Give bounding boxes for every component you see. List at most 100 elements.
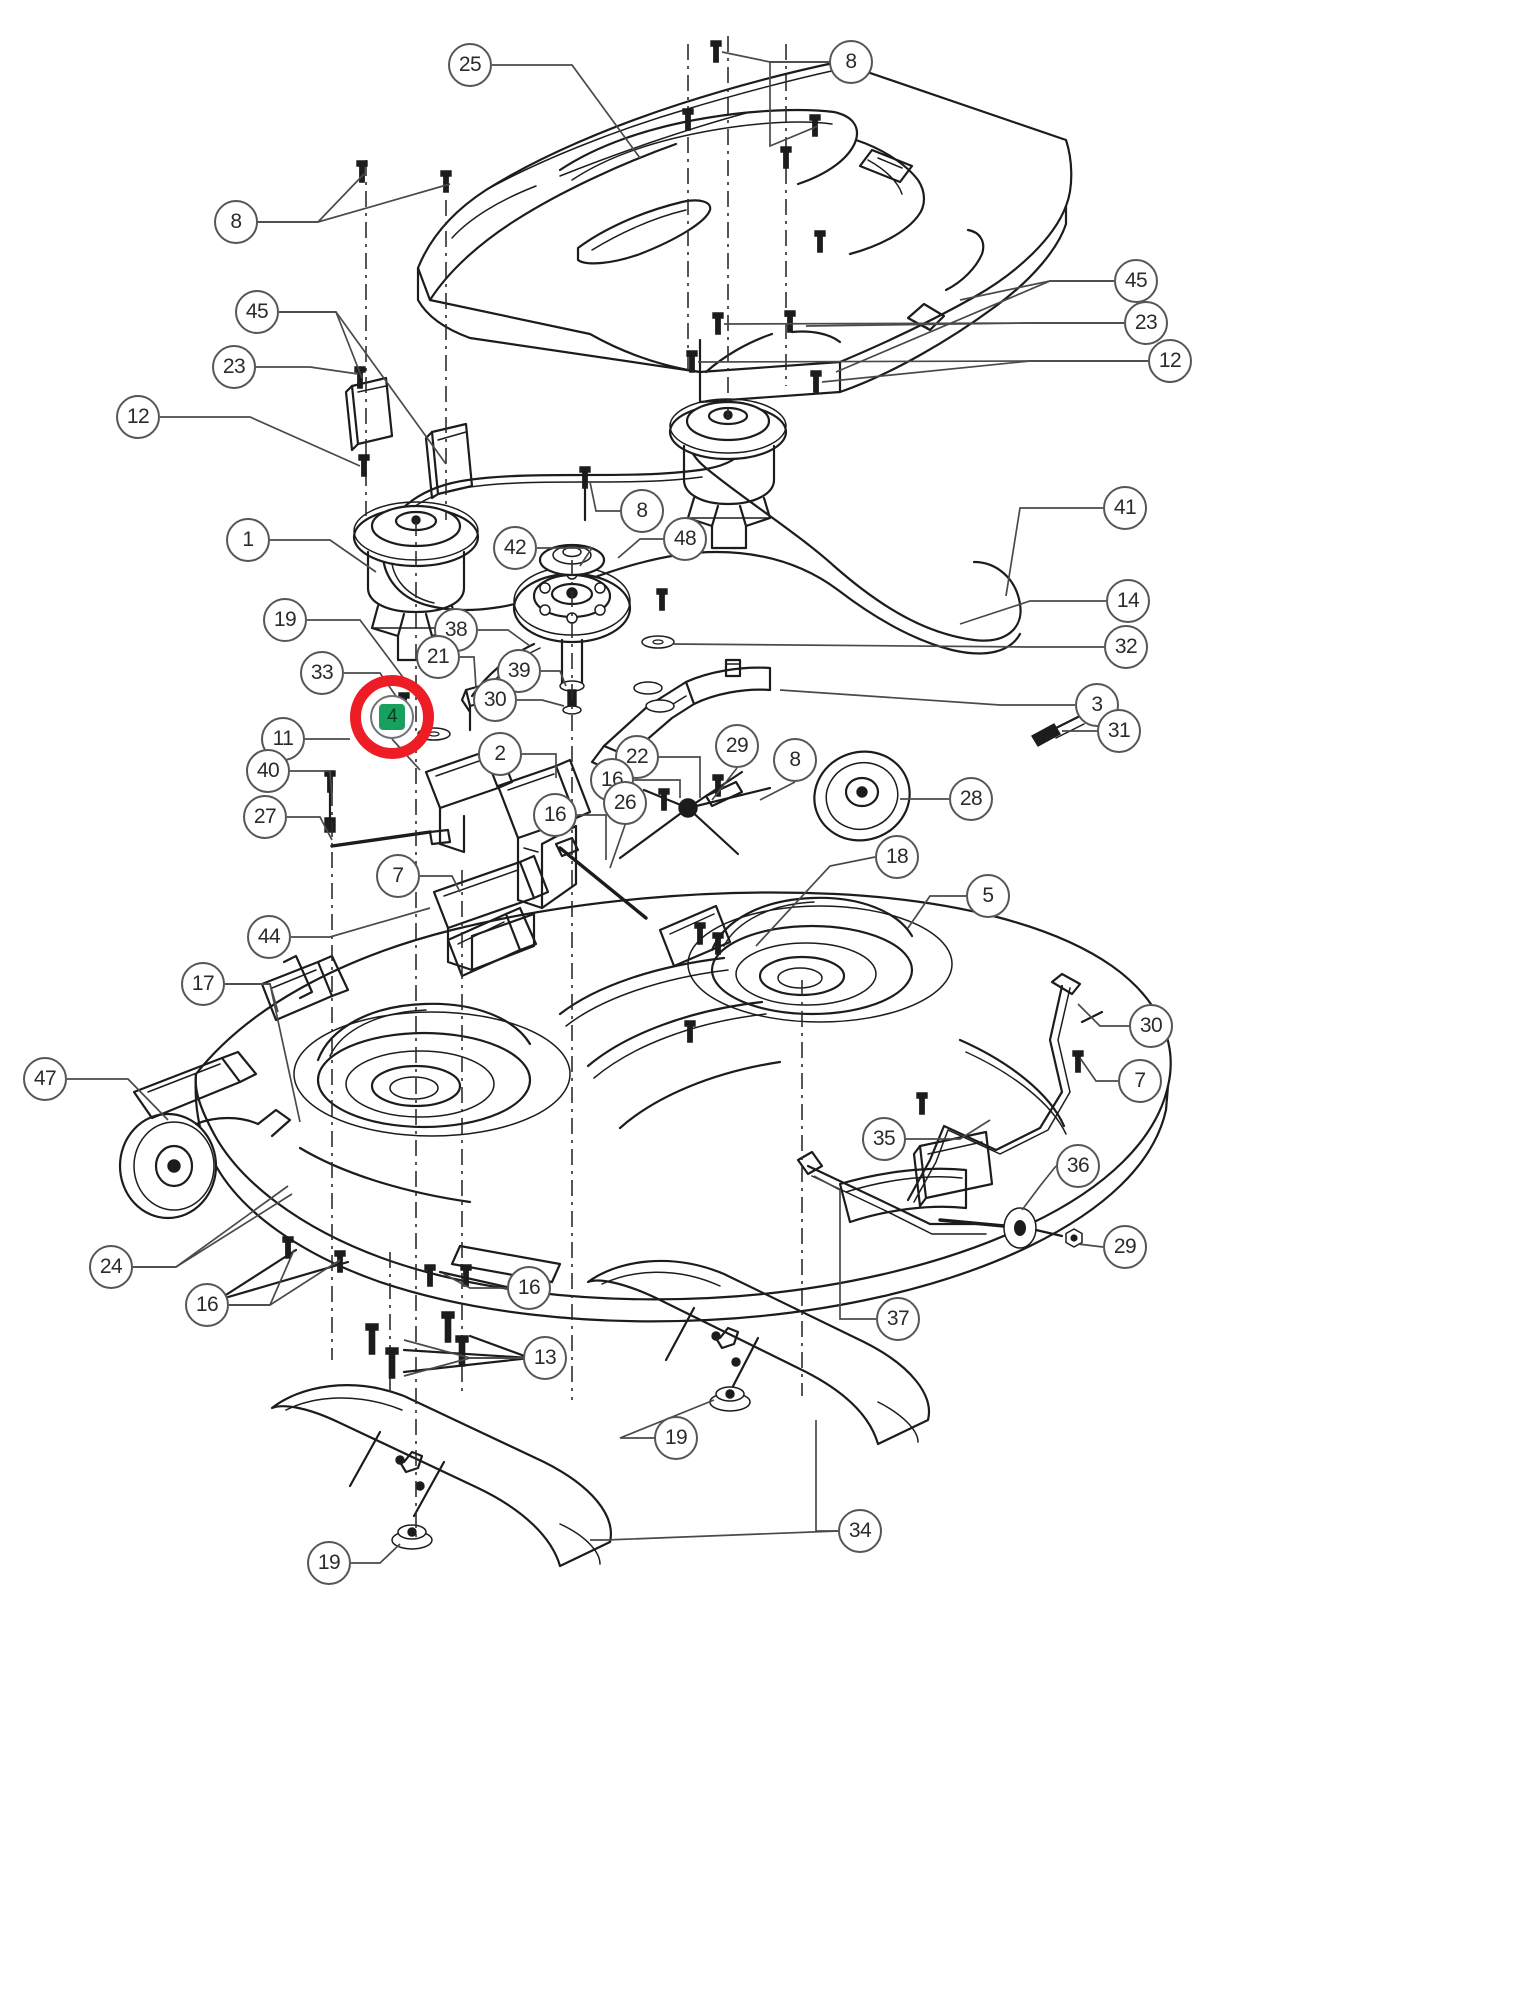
callout-bubble-25[interactable]: 25 xyxy=(448,43,492,87)
callout-bubble-38[interactable]: 38 xyxy=(434,608,478,652)
callout-number: 42 xyxy=(503,536,527,559)
callout-bubble-12[interactable]: 12 xyxy=(1148,339,1192,383)
callout-number: 16 xyxy=(517,1276,541,1299)
callout-bubble-40[interactable]: 40 xyxy=(246,749,290,793)
callout-number: 39 xyxy=(507,659,531,682)
callout-bubble-4[interactable]: 4 xyxy=(370,695,414,739)
callout-bubble-29[interactable]: 29 xyxy=(1103,1225,1147,1269)
callout-number: 36 xyxy=(1066,1154,1090,1177)
callout-bubble-19[interactable]: 19 xyxy=(307,1541,351,1585)
callout-bubble-47[interactable]: 47 xyxy=(23,1057,67,1101)
callout-bubble-16[interactable]: 16 xyxy=(185,1283,229,1327)
callout-bubble-30[interactable]: 30 xyxy=(1129,1004,1173,1048)
callout-bubble-19[interactable]: 19 xyxy=(263,598,307,642)
callout-bubble-8[interactable]: 8 xyxy=(214,200,258,244)
callout-bubble-35[interactable]: 35 xyxy=(862,1117,906,1161)
callout-number: 1 xyxy=(242,528,254,551)
callout-number: 14 xyxy=(1116,589,1140,612)
callout-number: 5 xyxy=(982,884,994,907)
callout-number: 8 xyxy=(636,499,648,522)
callout-bubble-16[interactable]: 16 xyxy=(533,793,577,837)
callout-number: 25 xyxy=(458,53,482,76)
callout-number: 7 xyxy=(1134,1069,1146,1092)
callout-bubble-28[interactable]: 28 xyxy=(949,777,993,821)
callout-number: 24 xyxy=(99,1255,123,1278)
callout-bubble-7[interactable]: 7 xyxy=(1118,1059,1162,1103)
deck-lift-linkage xyxy=(324,714,1085,972)
callout-bubble-26[interactable]: 26 xyxy=(603,781,647,825)
callout-number: 30 xyxy=(483,688,507,711)
callout-bubble-37[interactable]: 37 xyxy=(876,1297,920,1341)
callout-bubble-39[interactable]: 39 xyxy=(497,649,541,693)
callout-number: 16 xyxy=(195,1293,219,1316)
callout-number: 18 xyxy=(885,845,909,868)
callout-number: 45 xyxy=(245,300,269,323)
callout-bubble-45[interactable]: 45 xyxy=(1114,259,1158,303)
callout-bubble-24[interactable]: 24 xyxy=(89,1245,133,1289)
callout-bubble-7[interactable]: 7 xyxy=(376,854,420,898)
callout-number: 13 xyxy=(533,1346,557,1369)
left-gauge-wheel xyxy=(118,1108,292,1220)
callout-bubble-42[interactable]: 42 xyxy=(493,526,537,570)
callout-number: 23 xyxy=(222,355,246,378)
callout-bubble-32[interactable]: 32 xyxy=(1104,625,1148,669)
callout-bubble-12[interactable]: 12 xyxy=(116,395,160,439)
callout-bubble-31[interactable]: 31 xyxy=(1097,709,1141,753)
deflector-rod-linkage xyxy=(796,972,1104,1249)
callout-bubble-41[interactable]: 41 xyxy=(1103,486,1147,530)
callout-bubble-45[interactable]: 45 xyxy=(235,290,279,334)
callout-number: 48 xyxy=(673,527,697,550)
assembly-centerlines xyxy=(331,36,803,1540)
callout-number: 32 xyxy=(1114,635,1138,658)
callout-bubble-27[interactable]: 27 xyxy=(243,795,287,839)
callout-bubble-5[interactable]: 5 xyxy=(966,874,1010,918)
callout-bubble-48[interactable]: 48 xyxy=(663,517,707,561)
callout-bubble-2[interactable]: 2 xyxy=(478,732,522,776)
callout-number: 12 xyxy=(1158,349,1182,372)
callout-number: 19 xyxy=(273,608,297,631)
callout-number: 40 xyxy=(256,759,280,782)
callout-bubble-22[interactable]: 22 xyxy=(615,735,659,779)
flat-idler-wheel xyxy=(813,750,911,842)
callout-bubble-21[interactable]: 21 xyxy=(416,635,460,679)
callout-bubble-18[interactable]: 18 xyxy=(875,835,919,879)
callout-bubble-16[interactable]: 16 xyxy=(507,1266,551,1310)
callout-number: 23 xyxy=(1134,311,1158,334)
callout-bubble-14[interactable]: 14 xyxy=(1106,579,1150,623)
callout-bubble-1[interactable]: 1 xyxy=(226,518,270,562)
rod-end-nut xyxy=(1003,1207,1037,1249)
callout-bubble-19[interactable]: 19 xyxy=(654,1416,698,1460)
callout-bubble-8[interactable]: 8 xyxy=(620,489,664,533)
callout-number: 8 xyxy=(845,50,857,73)
callout-bubble-30[interactable]: 30 xyxy=(473,678,517,722)
callout-bubble-29[interactable]: 29 xyxy=(715,724,759,768)
callout-number: 22 xyxy=(625,745,649,768)
callout-number: 29 xyxy=(1113,1235,1137,1258)
callout-number: 31 xyxy=(1107,719,1131,742)
callout-number: 44 xyxy=(257,925,281,948)
callout-bubble-13[interactable]: 13 xyxy=(523,1336,567,1380)
blade-retaining-nut-left xyxy=(391,1524,433,1550)
callout-number: 7 xyxy=(392,864,404,887)
callout-bubble-33[interactable]: 33 xyxy=(300,651,344,695)
callout-bubble-34[interactable]: 34 xyxy=(838,1509,882,1553)
loose-hardware xyxy=(216,40,826,1379)
callout-number: 45 xyxy=(1124,269,1148,292)
belt-cover-shield xyxy=(416,60,1073,404)
callout-bubble-8[interactable]: 8 xyxy=(829,40,873,84)
callout-bubble-36[interactable]: 36 xyxy=(1056,1144,1100,1188)
callout-number: 11 xyxy=(272,727,294,750)
cover-mount-brackets xyxy=(344,376,474,500)
callout-bubble-8[interactable]: 8 xyxy=(773,738,817,782)
callout-bubble-44[interactable]: 44 xyxy=(247,915,291,959)
callout-number: 17 xyxy=(191,972,215,995)
callout-bubble-23[interactable]: 23 xyxy=(212,345,256,389)
callout-bubble-17[interactable]: 17 xyxy=(181,962,225,1006)
callout-number: 8 xyxy=(789,748,801,771)
right-blade-housing xyxy=(687,896,953,1023)
callout-bubble-23[interactable]: 23 xyxy=(1124,301,1168,345)
callout-number: 34 xyxy=(848,1519,872,1542)
right-spindle-pulley xyxy=(668,398,788,550)
